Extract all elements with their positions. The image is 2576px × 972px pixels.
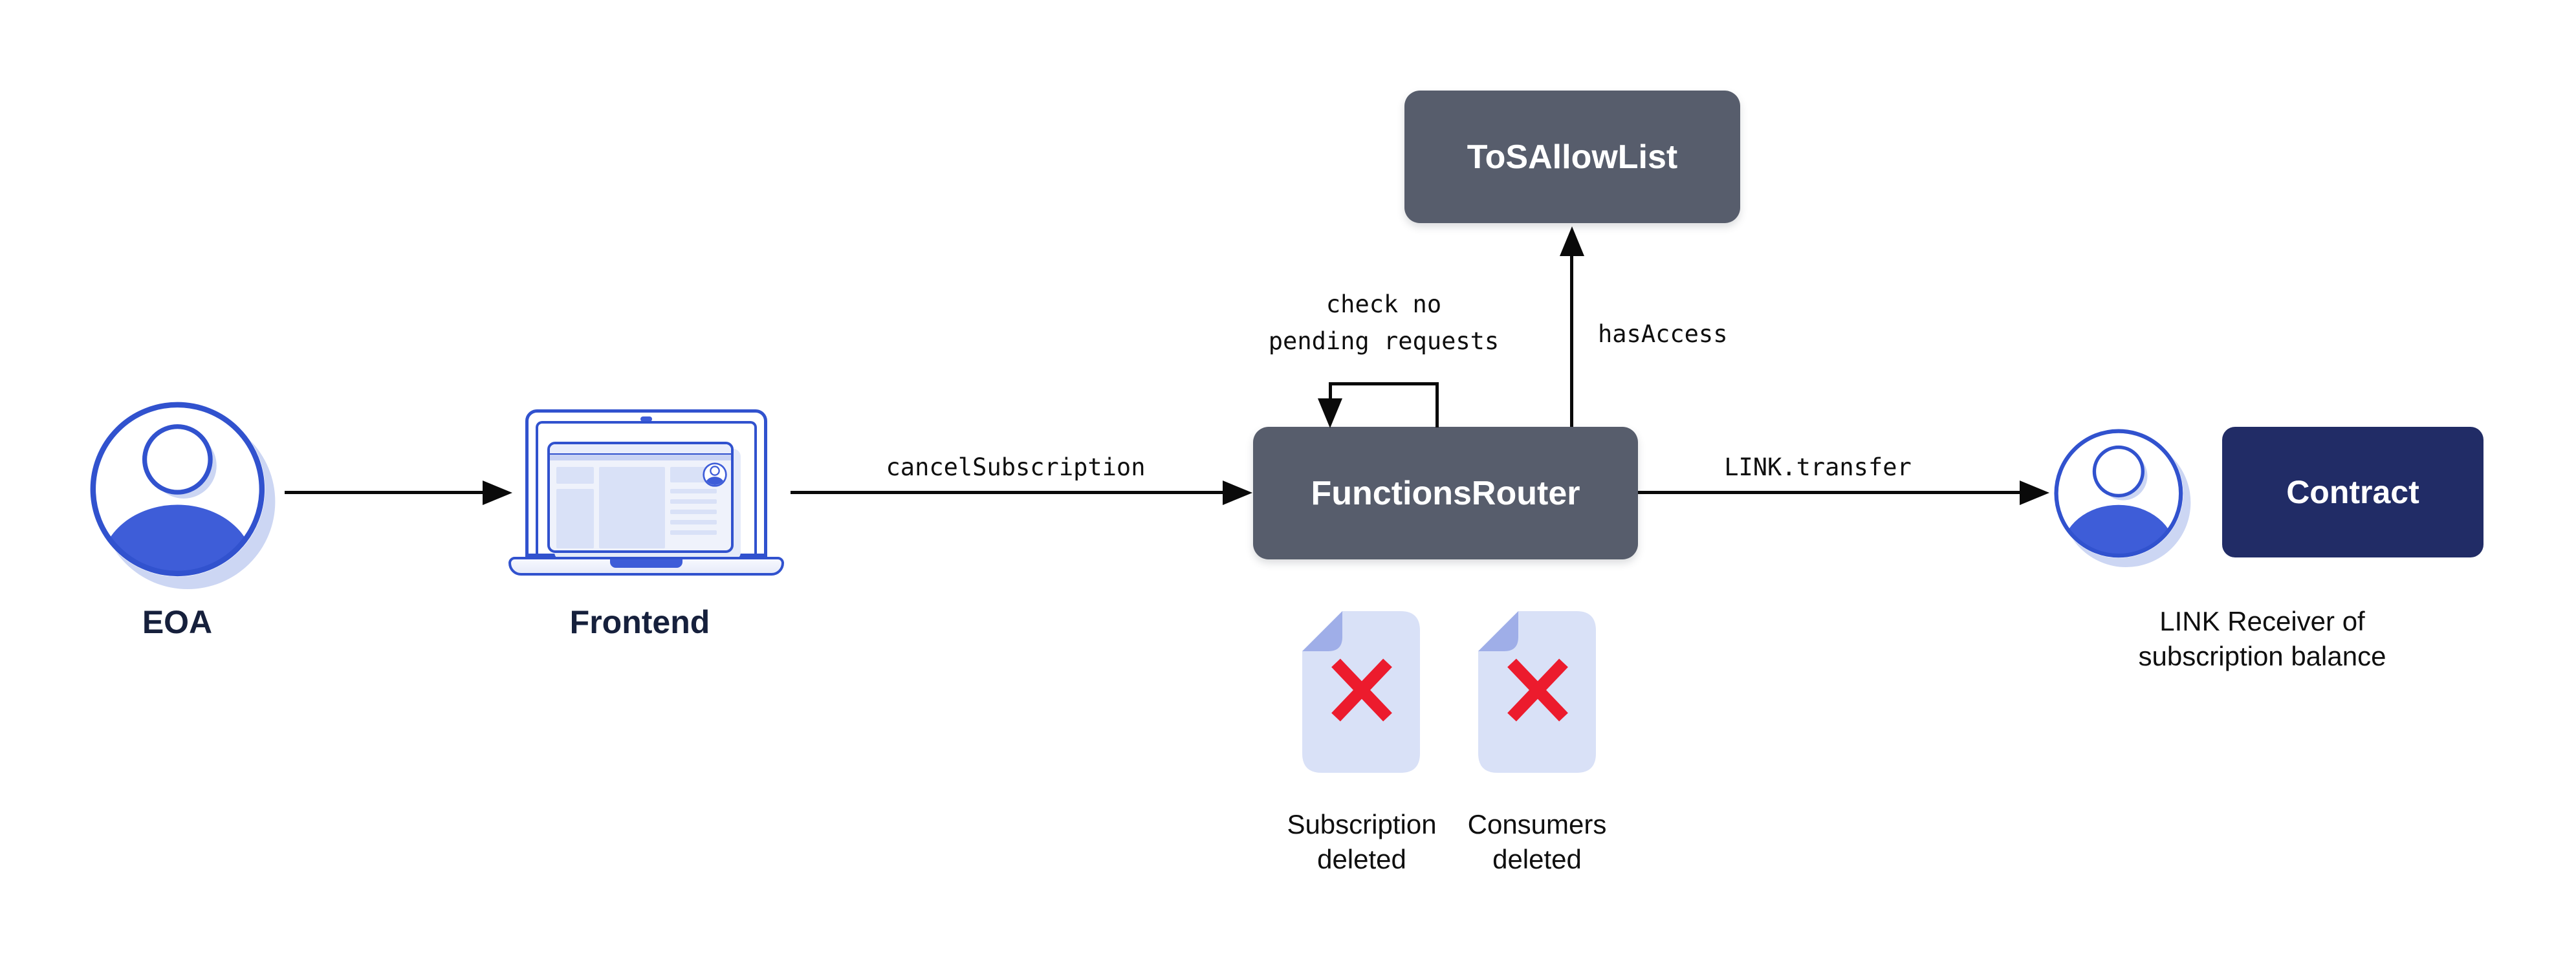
tos-allow-list-node: ToSAllowList — [1404, 91, 1740, 223]
laptop-base — [508, 557, 784, 576]
laptop-notch — [610, 559, 682, 568]
arrow-eoa-to-frontend — [285, 491, 484, 494]
edge-label-has-access: hasAccess — [1598, 320, 1728, 348]
arrowhead-router-to-receiver-icon — [2020, 481, 2049, 505]
self-loop-right-segment — [1435, 382, 1439, 427]
link-receiver-caption: LINK Receiver of subscription balance — [2138, 606, 2386, 671]
browser-user-avatar-icon — [703, 462, 727, 487]
deleted-document-icon — [1302, 611, 1420, 773]
functions-router-label: FunctionsRouter — [1311, 474, 1580, 512]
deleted-document-icon — [1478, 611, 1596, 773]
functions-router-node: FunctionsRouter — [1253, 427, 1638, 559]
edge-label-cancel-subscription: cancelSubscription — [886, 453, 1146, 481]
browser-toolbar — [550, 455, 731, 460]
laptop-camera-icon — [640, 416, 652, 422]
edge-label-self-loop: check no pending requests — [1268, 290, 1500, 355]
link-receiver-avatar-icon — [2054, 429, 2192, 567]
arrowhead-eoa-to-frontend-icon — [483, 481, 512, 505]
consumers-deleted-label: Consumers deleted — [1467, 809, 1607, 874]
browser-header — [550, 444, 731, 455]
tos-allow-list-label: ToSAllowList — [1467, 138, 1678, 176]
arrow-router-to-tos — [1570, 255, 1573, 427]
self-loop-top-segment — [1329, 382, 1439, 385]
contract-node: Contract — [2222, 427, 2483, 557]
arrow-frontend-to-router — [791, 491, 1223, 494]
contract-label: Contract — [2286, 474, 2419, 510]
arrowhead-self-loop-icon — [1318, 398, 1342, 428]
self-loop-left-segment — [1329, 382, 1332, 400]
arrowhead-router-to-tos-icon — [1560, 226, 1584, 256]
laptop-bezel — [536, 421, 757, 554]
user-avatar-icon — [90, 402, 278, 589]
frontend-label: Frontend — [569, 604, 710, 640]
laptop-icon — [508, 407, 784, 577]
eoa-label: EOA — [142, 604, 213, 640]
subscription-deleted-label: Subscription deleted — [1287, 809, 1437, 874]
browser-window — [547, 442, 734, 553]
arrowhead-frontend-to-router-icon — [1223, 481, 1252, 505]
arrow-router-to-receiver — [1638, 491, 2021, 494]
edge-label-link-transfer: LINK.transfer — [1724, 453, 1912, 481]
laptop-screen — [525, 409, 767, 557]
